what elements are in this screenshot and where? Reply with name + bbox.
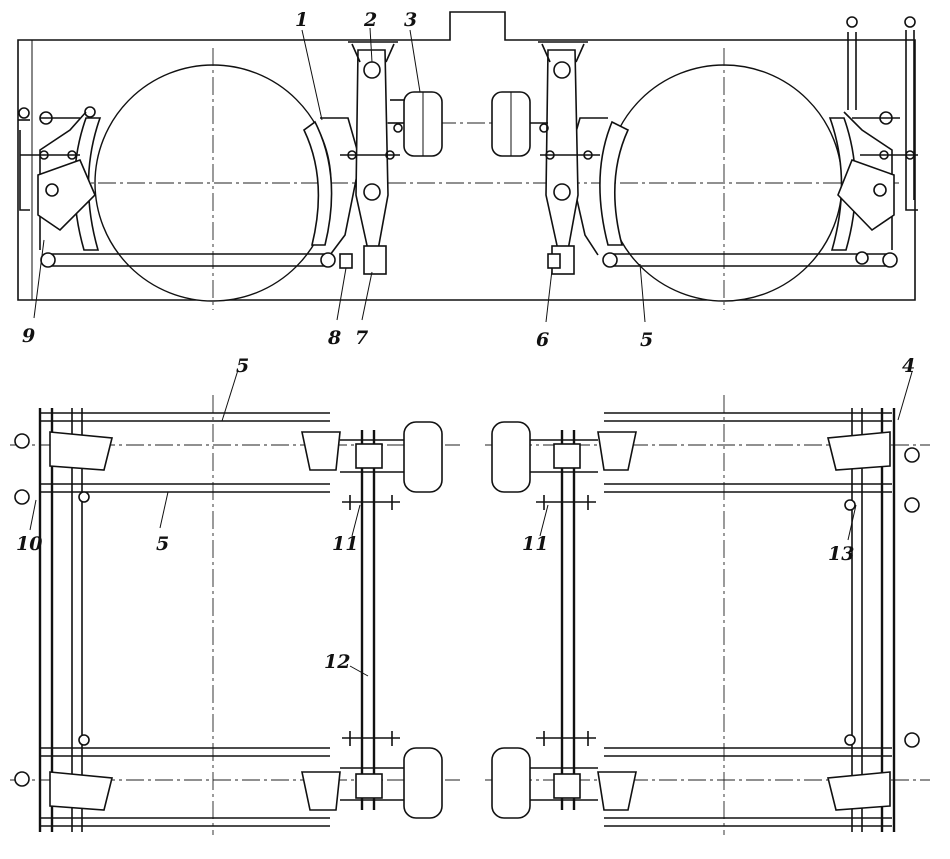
plan-chamber-right-bottom [491, 747, 531, 819]
plan-end-eye-left-1 [14, 433, 30, 449]
plan-side-beam-right-outer [880, 408, 896, 832]
brake-lever-left [37, 158, 96, 232]
lever-bracket-top-left [348, 41, 398, 63]
brake-lever-right [837, 158, 895, 232]
plan-pin-left-2 [78, 734, 90, 746]
adjuster-nut-left [339, 253, 353, 269]
plan-shoe-mid-left-bottom [301, 771, 341, 811]
brake-shoe-right [599, 120, 630, 246]
plan-chamber-link-right-bottom [530, 767, 598, 801]
plan-bolt-right-bottom [536, 731, 596, 746]
plan-bolt-right-top [536, 495, 596, 510]
plan-shoe-mid-right-top [597, 431, 637, 471]
tie-rod-end-right-b [882, 252, 898, 268]
plan-rod-right-bottom-1 [604, 747, 892, 757]
plan-side-beam-left-outer [38, 408, 54, 832]
plan-end-eye-left-3 [14, 771, 30, 787]
plan-rod-left-bottom-1 [40, 747, 330, 757]
plan-cross-shaft-right [560, 430, 576, 810]
lever-pivot-right [873, 183, 887, 197]
plan-chamber-left-bottom [403, 747, 443, 819]
plan-shoe-right-bottom [826, 771, 891, 811]
label-13: 13 [828, 543, 854, 565]
plan-hub-right-bottom [553, 773, 581, 799]
leader-lines [29, 27, 913, 677]
plan-bolt-left-top [342, 495, 400, 510]
bolts-left-cluster [18, 106, 96, 211]
label-10: 10 [16, 533, 42, 555]
plan-rod-left-bottom-2 [40, 817, 330, 827]
plan-rod-right-bottom-2 [604, 817, 892, 827]
plan-view [10, 395, 930, 835]
plan-rod-left-top-2 [40, 483, 330, 493]
tie-rod-pin-right [855, 251, 869, 265]
vertical-lever-left [355, 49, 389, 251]
plan-side-beam-right-inner [851, 408, 863, 832]
plan-pin-right-2 [844, 734, 856, 746]
lever-mid-pin-left [363, 183, 381, 201]
lever-bottom-block-left [363, 245, 387, 275]
tie-rod-end-left-b [320, 252, 336, 268]
tie-rod-left [46, 253, 330, 267]
plan-shoe-mid-left-top [301, 431, 341, 471]
label-8: 8 [327, 327, 341, 349]
label-9: 9 [22, 325, 35, 347]
plan-side-beam-left-inner [71, 408, 83, 832]
callout-labels: 1 2 3 9 8 7 6 5 5 4 5 10 11 11 13 12 [16, 9, 915, 673]
vertical-lever-right [545, 49, 579, 251]
plan-end-eye-right-2 [904, 497, 920, 513]
plan-chamber-link-left-bottom [340, 767, 404, 801]
label-5-plan-top: 5 [236, 355, 249, 377]
lever-bolts-left [340, 99, 404, 160]
bolts-right-cluster [846, 16, 918, 211]
plan-pin-left-1 [78, 491, 90, 503]
plan-shoe-right-top [826, 431, 891, 471]
lever-top-pin-right [553, 61, 571, 79]
lever-bracket-top-right [538, 41, 588, 63]
plan-chamber-link-left-top [340, 439, 404, 473]
tie-rod-right [608, 253, 892, 267]
label-3: 3 [404, 9, 417, 31]
label-12: 12 [324, 651, 350, 673]
plan-rod-right-top-2 [604, 483, 892, 493]
tie-rod-end-left-a [40, 252, 56, 268]
plan-rod-left-top-1 [40, 412, 330, 422]
plan-chamber-left-top [403, 421, 443, 493]
plan-shoe-mid-right-bottom [597, 771, 637, 811]
plan-bolt-left-bottom [342, 731, 400, 746]
tie-rod-end-right-a [602, 252, 618, 268]
lever-bolts-right [539, 123, 600, 160]
label-1: 1 [295, 9, 308, 31]
label-2: 2 [363, 9, 377, 31]
brake-shoe-left [302, 120, 333, 246]
plan-pin-right-1 [844, 499, 856, 511]
adjuster-nut-right [547, 253, 561, 269]
plan-hub-left-top [355, 443, 383, 469]
frame-outline [17, 11, 916, 301]
side-elevation-view [17, 11, 918, 310]
lever-pivot-left [45, 183, 59, 197]
label-4: 4 [902, 355, 915, 377]
label-11-left: 11 [332, 533, 358, 555]
label-5-top: 5 [640, 329, 653, 351]
lever-mid-pin-right [553, 183, 571, 201]
plan-cross-shaft-left [360, 430, 376, 810]
plan-end-eye-right-3 [904, 732, 920, 748]
plan-chamber-link-right-top [530, 439, 598, 473]
plan-rod-right-top-1 [604, 412, 892, 422]
plan-shoe-left-bottom [49, 771, 114, 811]
plan-shoe-left-top [49, 431, 114, 471]
lever-top-pin-left [363, 61, 381, 79]
plan-end-eye-right-1 [904, 447, 920, 463]
label-11-right: 11 [522, 533, 548, 555]
plan-hub-left-bottom [355, 773, 383, 799]
label-5-plan-mid: 5 [156, 533, 169, 555]
label-7: 7 [355, 327, 368, 349]
plan-chamber-right-top [491, 421, 531, 493]
plan-hub-right-top [553, 443, 581, 469]
plan-end-eye-left-2 [14, 489, 30, 505]
label-6: 6 [536, 329, 549, 351]
